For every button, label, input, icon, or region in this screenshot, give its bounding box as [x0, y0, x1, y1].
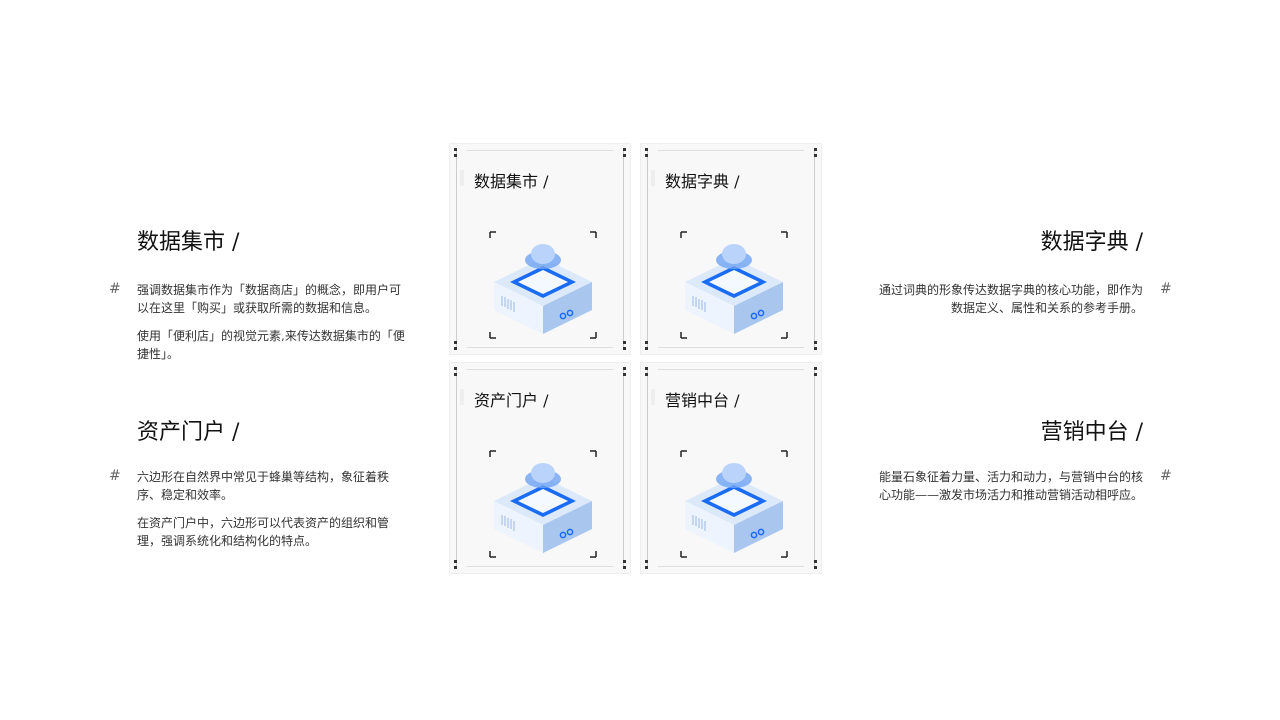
card-3[interactable]: 资产门户 /	[449, 362, 631, 574]
card-title: 资产门户 /	[459, 387, 548, 411]
card-title: 数据集市 /	[459, 168, 548, 192]
card-4[interactable]: 营销中台 /	[640, 362, 822, 574]
card-frame	[647, 150, 815, 348]
corner-dots	[623, 367, 626, 376]
section-title: 数据字典 /	[1040, 230, 1143, 255]
corner-dots	[814, 560, 817, 569]
section-title: 数据集市 /	[137, 230, 240, 255]
card-frame	[456, 150, 624, 348]
store-cloud-icon	[488, 230, 598, 340]
energy-crystal-icon	[679, 449, 789, 559]
corner-dots	[623, 148, 626, 157]
card-title: 数据字典 /	[650, 168, 739, 192]
hash-icon: #	[109, 281, 121, 297]
card-frame	[647, 369, 815, 567]
card-2[interactable]: 数据字典 /	[640, 143, 822, 355]
section-text: 在资产门户中，六边形可以代表资产的组织和管理，强调系统化和结构化的特点。	[137, 516, 390, 548]
hash-icon: #	[109, 468, 121, 484]
section-text: 通过词典的形象传达数据字典的核心功能，即作为数据定义、属性和关系的参考手册。	[878, 283, 1143, 315]
section-title: 营销中台 /	[1040, 420, 1143, 445]
corner-dots	[645, 367, 648, 376]
corner-dots	[623, 560, 626, 569]
card-1[interactable]: 数据集市 /	[449, 143, 631, 355]
card-title: 营销中台 /	[650, 387, 739, 411]
card-frame	[456, 369, 624, 567]
section-text: 能量石象征着力量、活力和动力，与营销中台的核心功能——激发市场活力和推动营销活动…	[878, 470, 1143, 502]
corner-dots	[454, 560, 457, 569]
corner-dots	[645, 560, 648, 569]
corner-dots	[454, 367, 457, 376]
section-text: 使用「便利店」的视觉元素,来传达数据集市的「便捷性」。	[137, 329, 405, 361]
hash-icon: #	[1160, 468, 1172, 484]
corner-dots	[814, 341, 817, 350]
section-title: 资产门户 /	[137, 420, 240, 445]
corner-dots	[814, 148, 817, 157]
corner-dots	[645, 341, 648, 350]
corner-dots	[454, 341, 457, 350]
hash-icon: #	[1160, 281, 1172, 297]
section-text: 六边形在自然界中常见于蜂巢等结构，象征着秩序、稳定和效率。	[137, 470, 390, 502]
hexagon-portal-icon	[488, 449, 598, 559]
book-icon	[679, 230, 789, 340]
corner-dots	[623, 341, 626, 350]
corner-dots	[454, 148, 457, 157]
corner-dots	[814, 367, 817, 376]
corner-dots	[645, 148, 648, 157]
section-text: 强调数据集市作为「数据商店」的概念，即用户可以在这里「购买」或获取所需的数据和信…	[137, 283, 402, 315]
